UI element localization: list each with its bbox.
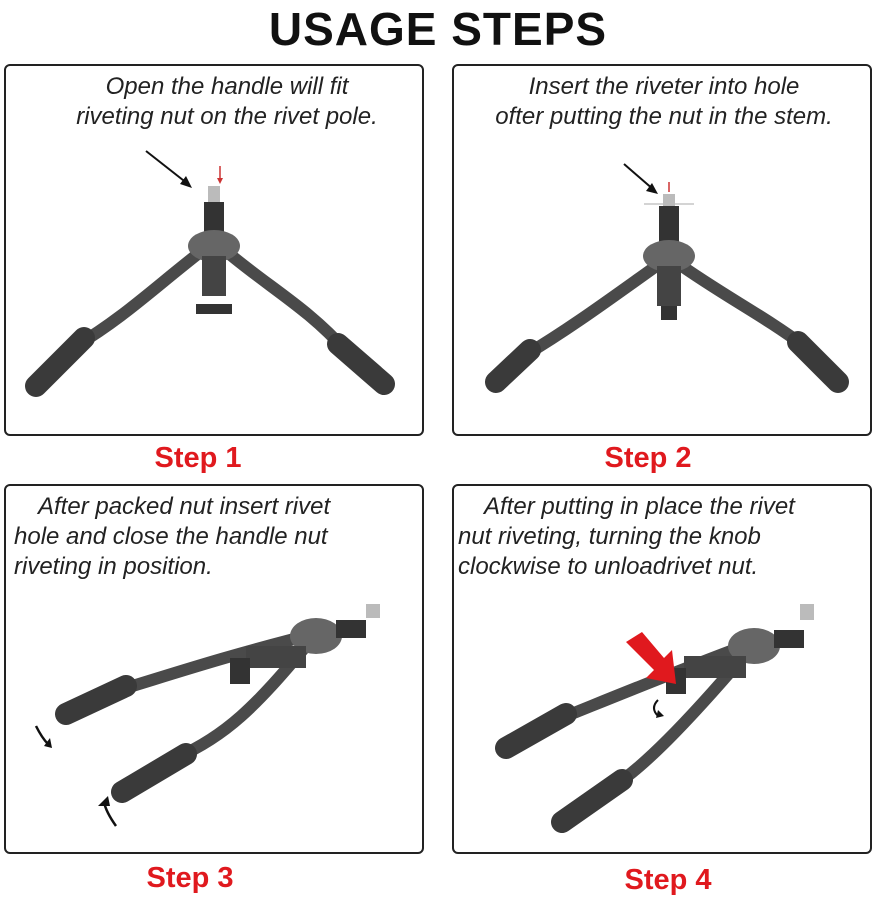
step-2-label: Step 2 (604, 442, 692, 474)
step-3-caption-line: riveting in position. (14, 553, 213, 580)
rivet-tool-open-icon (485, 163, 849, 393)
step-3-caption-line: After packed nut insert rivet (38, 493, 331, 520)
step-4-panel: After putting in place the rivet nut riv… (452, 484, 872, 854)
step-3-label: Step 3 (146, 862, 234, 894)
step-3-panel: After packed nut insert rivet hole and c… (4, 484, 424, 854)
step-1-caption: Open the handle will fit riveting nut on… (42, 72, 412, 132)
step-1-caption-line: Open the handle will fit (105, 73, 349, 100)
rivet-tool-closed-icon (34, 604, 380, 827)
step-1-panel: Open the handle will fit riveting nut on… (4, 64, 424, 436)
step-1-label: Step 1 (154, 442, 242, 474)
step-4-caption: After putting in place the rivet nut riv… (458, 492, 868, 582)
step-1-caption-line: riveting nut on the rivet pole. (76, 103, 378, 130)
step-4-caption-line: nut riveting, turning the knob (458, 523, 761, 550)
step-3-caption: After packed nut insert rivet hole and c… (14, 492, 414, 582)
step-3-caption-line: hole and close the handle nut (14, 523, 328, 550)
step-4-caption-line: After putting in place the rivet (484, 493, 795, 520)
arrow-icon (626, 632, 676, 684)
step-2-caption-line: ofter putting the nut in the stem. (495, 103, 833, 130)
rivet-tool-open-icon (25, 150, 395, 397)
step-2-caption-line: Insert the riveter into hole (528, 73, 800, 100)
step-2-caption: Insert the riveter into hole ofter putti… (464, 72, 864, 132)
step-4-label: Step 4 (624, 864, 712, 896)
step-2-panel: Insert the riveter into hole ofter putti… (452, 64, 872, 436)
step-4-caption-line: clockwise to unloadrivet nut. (458, 553, 759, 580)
rivet-tool-closed-icon (495, 604, 814, 833)
page-title: USAGE STEPS (268, 3, 608, 55)
